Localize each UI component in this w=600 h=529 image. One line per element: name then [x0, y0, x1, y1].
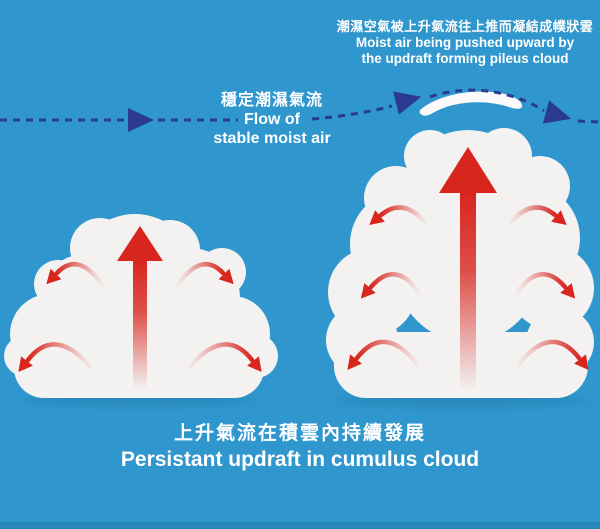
- flow-arrowheads: [128, 91, 572, 132]
- circulation-arrow-icon: [218, 268, 234, 285]
- caption-zh: 上升氣流在積雲內持續發展: [173, 423, 426, 444]
- caption: 上升氣流在積雲內持續發展 Persistant updraft in cumul…: [90, 421, 510, 473]
- updraft-arrow-icon: [117, 226, 163, 261]
- circulation-arrow-icon: [574, 354, 589, 371]
- right-cloud-shadow: [333, 395, 589, 407]
- stable-flow-dashed-line: [0, 88, 600, 124]
- pileus-annotation-en-line1: Moist air being pushed upward by: [355, 35, 575, 50]
- circulation-arrow-icon: [347, 354, 362, 371]
- flow-annotation-en-line1: Flow of: [244, 111, 300, 128]
- circulation-arrow-icon: [551, 210, 567, 225]
- circulation-arrow-icon: [369, 210, 385, 225]
- pileus-annotation: 潮濕空氣被上升氣流往上推而凝結成幞狀雲 Moist air being push…: [330, 19, 600, 67]
- pileus-annotation-zh: 潮濕空氣被上升氣流往上推而凝結成幞狀雲: [336, 19, 594, 34]
- pileus-cloud: [419, 91, 523, 116]
- bottom-strip: [0, 522, 600, 529]
- flow-arrowhead-icon: [542, 100, 572, 124]
- pileus-annotation-en-line2: the updraft forming pileus cloud: [361, 51, 569, 66]
- circulation-arrow-icon: [360, 283, 376, 299]
- left-updraft-arrows: [18, 226, 262, 389]
- right-updraft-arrows: [347, 147, 589, 391]
- flow-arrowhead-icon: [128, 108, 154, 132]
- flow-annotation-en-line2: stable moist air: [213, 130, 331, 147]
- updraft-arrow-icon: [439, 147, 497, 193]
- circulation-arrow-icon: [247, 356, 262, 373]
- circulation-arrow-icon: [560, 283, 576, 299]
- flow-annotation-zh: 穩定潮濕氣流: [220, 92, 323, 109]
- caption-en: Persistant updraft in cumulus cloud: [120, 448, 480, 471]
- flow-annotation: 穩定潮濕氣流 Flow of stable moist air: [187, 91, 357, 148]
- right-cumulus-cloud: [326, 128, 594, 398]
- circulation-arrow-icon: [46, 268, 62, 285]
- flow-arrowhead-icon: [393, 91, 422, 115]
- circulation-arrow-icon: [18, 356, 33, 373]
